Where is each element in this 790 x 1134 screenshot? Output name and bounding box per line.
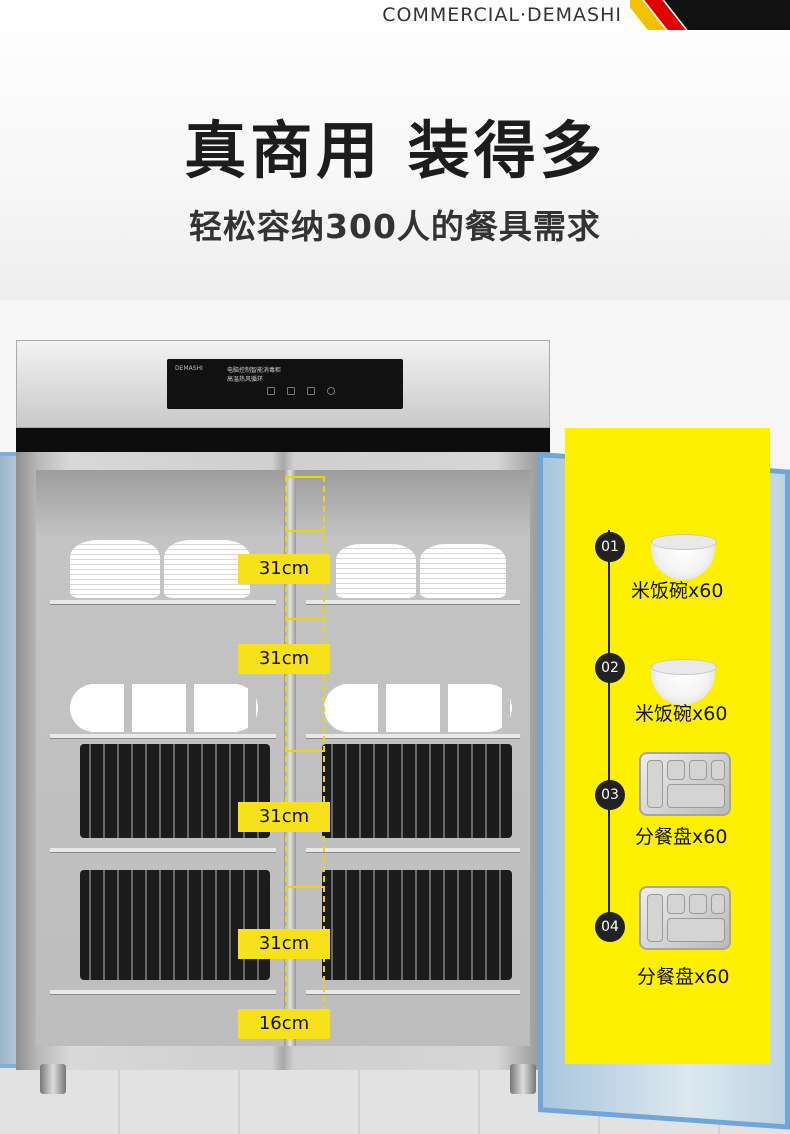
shelf-height-label: 31cm <box>238 644 330 674</box>
shelf-rack <box>50 734 276 738</box>
item-label: 米饭碗x60 <box>631 580 724 602</box>
shelf-rack <box>50 848 276 852</box>
capacity-timeline <box>608 530 610 934</box>
cabinet-top: DEMASHI 电脑控制智能消毒柜 高温热风循环 <box>16 340 550 428</box>
plate-stack <box>336 544 416 598</box>
ruler-tick <box>285 750 325 752</box>
panel-button <box>267 387 275 395</box>
shelf-height-label: 31cm <box>238 929 330 959</box>
cabinet-black-strip <box>16 428 550 452</box>
power-button <box>327 387 335 395</box>
shelf-rack <box>306 734 520 738</box>
capacity-item: 03 分餐盘x60 <box>565 750 770 850</box>
panel-button <box>287 387 295 395</box>
brand-name: COMMERCIAL·DEMASHI <box>382 4 622 26</box>
height-ruler <box>285 476 325 1032</box>
disinfection-cabinet: DEMASHI 电脑控制智能消毒柜 高温热风循环 <box>16 340 550 1094</box>
cabinet-foot <box>40 1064 66 1094</box>
panel-text: 电脑控制智能消毒柜 高温热风循环 <box>227 367 282 383</box>
plate-stack <box>70 540 160 598</box>
shelf-rack <box>50 600 276 604</box>
item-label: 分餐盘x60 <box>635 826 728 848</box>
item-label: 米饭碗x60 <box>635 703 728 725</box>
capacity-item: 01 米饭碗x60 <box>565 530 770 610</box>
item-number-badge: 03 <box>595 780 625 810</box>
divided-tray-icon <box>639 886 731 950</box>
item-number-badge: 04 <box>595 912 625 942</box>
ruler-tick <box>285 886 325 888</box>
cabinet-body <box>16 452 550 1070</box>
bowl-row <box>324 684 512 732</box>
tray-stack <box>322 870 512 980</box>
divided-tray-icon <box>639 752 731 816</box>
capacity-item: 04 分餐盘x60 <box>565 884 770 988</box>
ruler-tick <box>285 530 325 532</box>
ruler-tick <box>285 476 325 478</box>
tray-stack <box>322 744 512 838</box>
page-subtitle: 轻松容纳300人的餐具需求 <box>189 207 601 246</box>
panel-logo: DEMASHI <box>175 365 203 372</box>
center-divider <box>284 470 296 1046</box>
cabinet-foot <box>510 1064 536 1094</box>
ruler-tick <box>285 618 325 620</box>
shelf-height-label: 31cm <box>238 554 330 584</box>
shelf-rack <box>50 990 276 994</box>
brand-stripes-decoration <box>630 0 790 30</box>
plate-stack <box>420 544 506 598</box>
item-label: 分餐盘x60 <box>637 966 730 988</box>
page-title: 真商用 装得多 <box>184 114 606 187</box>
bowl-row <box>70 684 258 732</box>
shelf-height-label: 16cm <box>238 1009 330 1039</box>
item-number-badge: 02 <box>595 653 625 683</box>
header-background <box>0 0 790 300</box>
shelf-rack <box>306 990 520 994</box>
tray-stack <box>80 870 270 980</box>
shelf-rack <box>306 600 520 604</box>
plate-stack <box>164 540 250 598</box>
panel-button <box>307 387 315 395</box>
rice-bowl-icon <box>651 534 717 580</box>
item-number-badge: 01 <box>595 532 625 562</box>
shelf-rack <box>306 848 520 852</box>
shelf-height-label: 31cm <box>238 802 330 832</box>
control-panel: DEMASHI 电脑控制智能消毒柜 高温热风循环 <box>167 359 403 409</box>
capacity-item: 02 米饭碗x60 <box>565 653 770 733</box>
